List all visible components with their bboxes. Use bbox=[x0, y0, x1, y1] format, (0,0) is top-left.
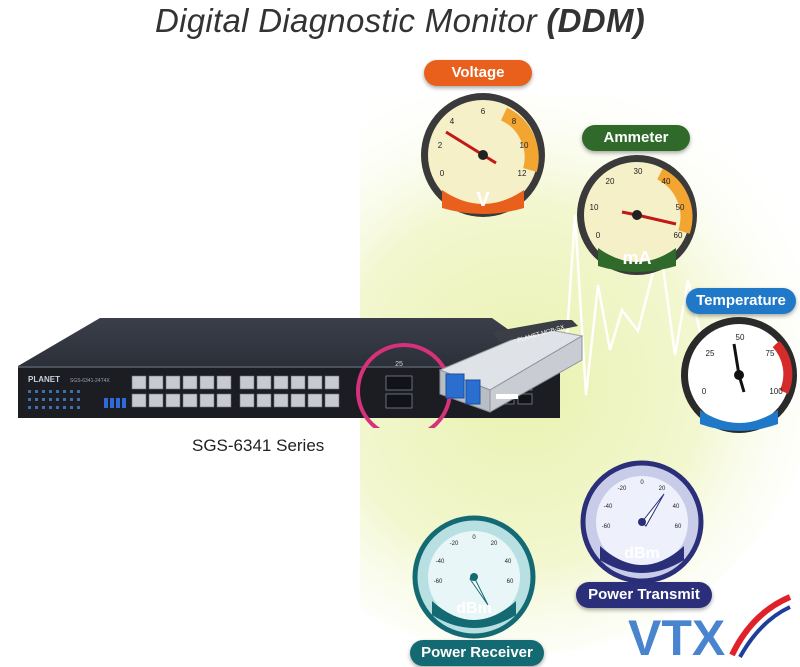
port-status-leds bbox=[104, 398, 126, 408]
ammeter-label-text: Ammeter bbox=[603, 129, 669, 146]
ammeter-label: Ammeter bbox=[582, 125, 690, 151]
ammeter-tick-10: 10 bbox=[590, 203, 599, 212]
temperature-tick-50: 50 bbox=[736, 333, 745, 342]
title-abbr: (DDM) bbox=[546, 2, 646, 39]
ammeter-unit: mA bbox=[622, 248, 651, 268]
voltage-tick-12: 12 bbox=[518, 169, 527, 178]
watermark-text: VTX bbox=[628, 610, 725, 663]
power-receiver-tick-60: 60 bbox=[507, 579, 514, 585]
voltage-tick-4: 4 bbox=[450, 117, 455, 126]
ammeter-needle bbox=[636, 213, 677, 226]
switch-caption: SGS-6341 Series bbox=[192, 436, 325, 455]
led-row bbox=[28, 390, 80, 409]
port-number-label: 25 bbox=[395, 361, 403, 368]
temperature-tick-75: 75 bbox=[766, 349, 775, 358]
power-receiver-tick-40: 40 bbox=[505, 559, 512, 565]
ammeter-gauge: mA 0 10 20 30 40 50 60 bbox=[577, 155, 697, 275]
sfp-transceiver: PLANET MGB-SX bbox=[438, 320, 584, 413]
voltage-tick-0: 0 bbox=[440, 169, 445, 178]
ammeter-tick-20: 20 bbox=[606, 177, 615, 186]
voltage-unit: V bbox=[476, 189, 490, 211]
ammeter-tick-0: 0 bbox=[596, 231, 601, 240]
power-transmit-unit: dBm bbox=[624, 545, 660, 562]
temperature-unit: °C bbox=[729, 406, 749, 426]
power-transmit-gauge: dBm -60 -40 -20 0 20 40 60 bbox=[580, 460, 704, 584]
ammeter-tick-60: 60 bbox=[674, 231, 683, 240]
ammeter-tick-40: 40 bbox=[662, 177, 671, 186]
ammeter-tick-30: 30 bbox=[634, 167, 643, 176]
power-receiver-tick-20: 20 bbox=[491, 541, 498, 547]
temperature-tick-0: 0 bbox=[702, 387, 707, 396]
power-transmit-tick-n60: -60 bbox=[602, 524, 611, 530]
power-receiver-label-text: Power Receiver bbox=[421, 644, 533, 661]
temperature-label-text: Temperature bbox=[696, 292, 786, 309]
power-transmit-tick-20: 20 bbox=[659, 486, 666, 492]
voltage-tick-8: 8 bbox=[512, 117, 517, 126]
power-transmit-tick-n40: -40 bbox=[604, 504, 613, 510]
temperature-gauge: °C 0 25 50 75 100 bbox=[681, 317, 797, 433]
power-transmit-tick-60: 60 bbox=[675, 524, 682, 530]
voltage-tick-2: 2 bbox=[438, 141, 443, 150]
ammeter-tick-50: 50 bbox=[676, 203, 685, 212]
power-transmit-label: Power Transmit bbox=[576, 582, 712, 608]
switch-brand: PLANET bbox=[28, 375, 60, 384]
power-receiver-label: Power Receiver bbox=[410, 640, 544, 666]
voltage-gauge: V 0 2 4 6 8 10 12 bbox=[421, 93, 545, 217]
power-receiver-gauge: dBm -60 -40 -20 0 20 40 60 bbox=[412, 515, 536, 639]
power-transmit-label-text: Power Transmit bbox=[588, 586, 700, 603]
temperature-label: Temperature bbox=[686, 288, 796, 314]
temperature-needle bbox=[732, 343, 741, 376]
power-receiver-unit: dBm bbox=[456, 600, 492, 617]
power-receiver-tick-0: 0 bbox=[472, 535, 476, 541]
title-text: Digital Diagnostic Monitor bbox=[154, 2, 547, 39]
voltage-label: Voltage bbox=[424, 60, 532, 86]
power-receiver-tick-n20: -20 bbox=[450, 541, 459, 547]
temperature-tick-100: 100 bbox=[769, 387, 783, 396]
power-transmit-tick-0: 0 bbox=[640, 480, 644, 486]
voltage-label-text: Voltage bbox=[451, 64, 505, 81]
page-title: Digital Diagnostic Monitor (DDM) bbox=[0, 2, 800, 40]
voltage-tick-10: 10 bbox=[520, 141, 529, 150]
vtx-watermark-logo: VTX bbox=[628, 594, 792, 663]
power-receiver-tick-n60: -60 bbox=[434, 579, 443, 585]
power-transmit-tick-40: 40 bbox=[673, 504, 680, 510]
switch-model: SGS-6341-24T4X bbox=[70, 378, 110, 384]
voltage-tick-6: 6 bbox=[481, 107, 486, 116]
power-receiver-tick-n40: -40 bbox=[436, 559, 445, 565]
rj45-ports bbox=[131, 375, 340, 408]
power-transmit-tick-n20: -20 bbox=[618, 486, 627, 492]
voltage-needle bbox=[445, 130, 484, 157]
temperature-tick-25: 25 bbox=[706, 349, 715, 358]
